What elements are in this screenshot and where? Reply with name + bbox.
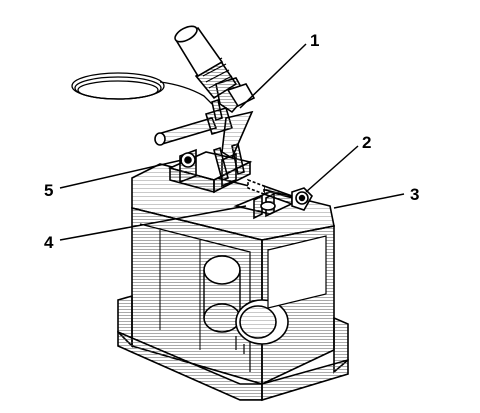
leader-line-3 bbox=[333, 193, 405, 209]
callout-4: 4 bbox=[44, 233, 54, 252]
coiled-cable bbox=[71, 72, 213, 105]
leader-line-5 bbox=[59, 159, 183, 189]
callouts: 1 2 3 4 5 bbox=[44, 31, 419, 252]
leader-line-2 bbox=[305, 145, 359, 193]
callout-5: 5 bbox=[44, 181, 53, 200]
callout-1: 1 bbox=[310, 31, 319, 50]
leader-lines bbox=[59, 43, 405, 241]
callout-3: 3 bbox=[410, 185, 419, 204]
leader-line-4 bbox=[59, 205, 247, 241]
leader-line-1 bbox=[239, 43, 307, 109]
sensor-arm bbox=[154, 25, 256, 160]
bolt bbox=[247, 178, 313, 211]
callout-2: 2 bbox=[362, 133, 371, 152]
pivot-base bbox=[167, 142, 253, 194]
housing-block bbox=[117, 163, 349, 402]
